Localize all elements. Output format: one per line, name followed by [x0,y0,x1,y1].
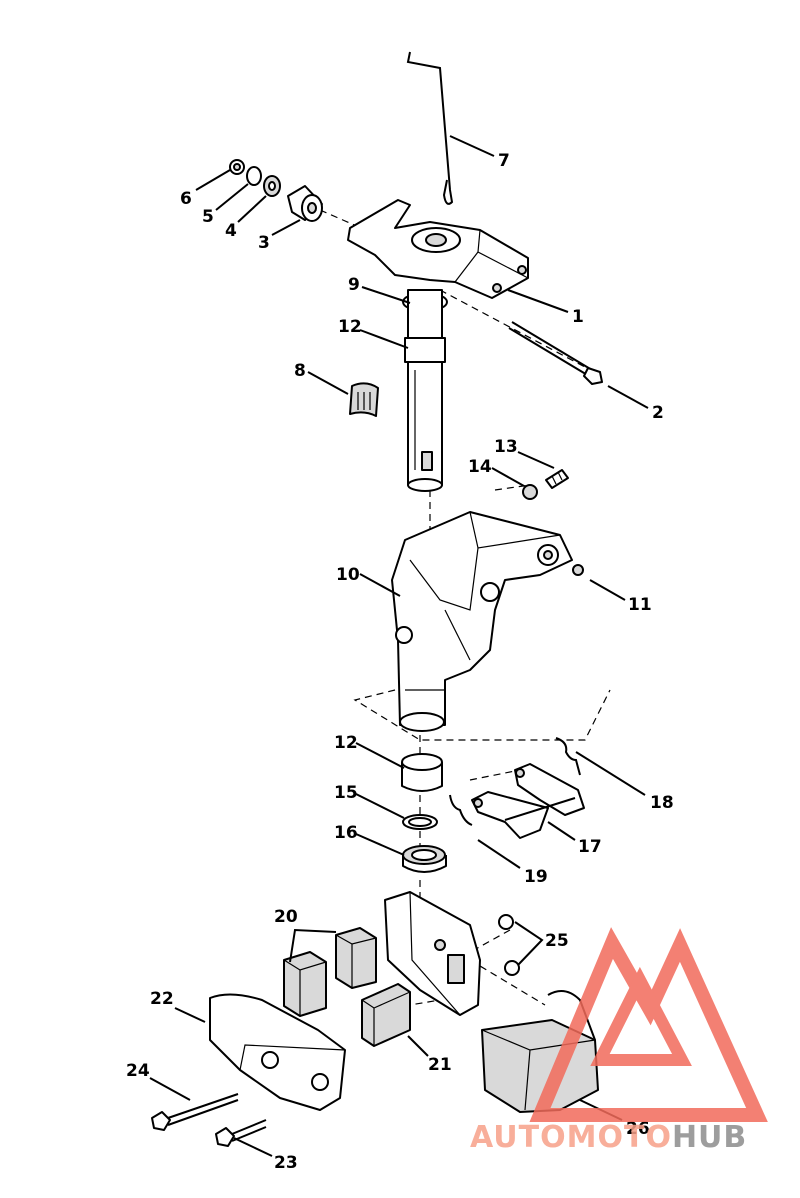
callout-12-lower: 12 [334,733,358,753]
callout-19: 19 [524,867,548,887]
callout-13: 13 [494,437,518,457]
part-20-rubber-mount [283,927,377,1017]
callout-21: 21 [428,1055,452,1075]
callout-1: 1 [572,307,584,327]
part-24-bolt [151,1093,239,1131]
part-1-steering-arm [347,199,529,299]
callout-10: 10 [336,565,360,585]
part-11-screw [572,564,584,576]
part-16-bearing [402,845,447,873]
part-23-bolt [215,1119,267,1147]
callout-23: 23 [274,1153,298,1173]
callout-15: 15 [334,783,358,803]
lower-mount-bracket [384,891,481,1016]
callout-25: 25 [545,931,569,951]
part-7-wire-link [406,51,454,205]
part-15-o-ring [402,814,438,830]
callout-14: 14 [468,457,492,477]
part-8-bushing-half [349,382,379,417]
watermark-text-part1: AUTOMOTO [470,1120,672,1155]
callout-9: 9 [348,275,360,295]
callout-4: 4 [225,221,237,241]
part-3-bushing [287,185,323,222]
part-17-lock-lever [471,763,585,839]
part-2-bolt [508,321,603,385]
part-19-spring [449,794,473,826]
watermark-text: AUTOMOTOHUB [470,1120,747,1155]
callout-labels: 6 5 4 3 7 1 2 9 12 8 13 14 10 11 12 18 1… [126,151,674,1173]
callout-12-upper: 12 [338,317,362,337]
callout-2: 2 [652,403,664,423]
part-22-mount-housing [209,993,346,1111]
part-18-spring [555,737,581,776]
part-10-swivel-bracket [391,511,573,732]
part-5-washer [246,166,262,186]
callout-17: 17 [578,837,602,857]
part-14-screw [522,484,538,500]
part-21-mount-block [361,983,411,1047]
steering-shaft [404,289,446,492]
callout-16: 16 [334,823,358,843]
part-13-screw [545,469,569,489]
part-12-lower-bushing [401,753,443,792]
callout-24: 24 [126,1061,150,1081]
part-25-nut [498,914,520,976]
callout-7: 7 [498,151,510,171]
part-4-spring-washer [263,175,281,197]
callout-5: 5 [202,207,214,227]
callout-26: 26 [626,1119,650,1139]
callout-8: 8 [294,361,306,381]
watermark-text-part2: HUB [672,1120,747,1155]
callout-20: 20 [274,907,298,927]
callout-6: 6 [180,189,192,209]
callout-22: 22 [150,989,174,1009]
callout-18: 18 [650,793,674,813]
callout-3: 3 [258,233,270,253]
watermark-logo: AUTOMOTOHUB [470,927,768,1155]
part-6-nut [229,159,245,175]
callout-11: 11 [628,595,652,615]
